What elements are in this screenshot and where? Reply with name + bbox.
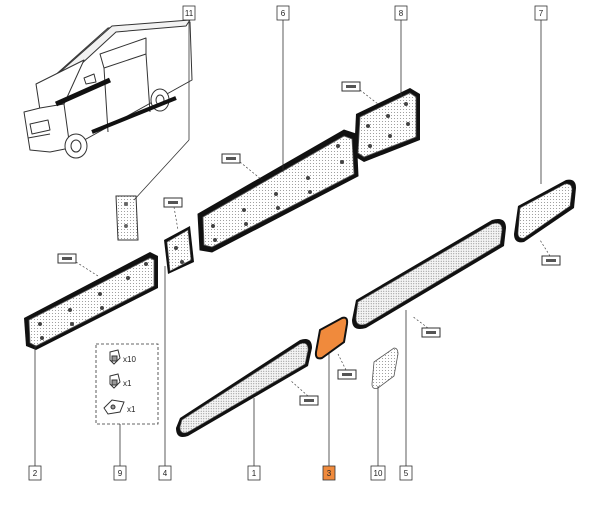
callout-5: 5 (399, 465, 413, 481)
clip-tag-icon (541, 255, 561, 266)
part-2-panel (24, 252, 158, 350)
svg-text:7: 7 (539, 9, 544, 18)
clip-icon (109, 349, 121, 365)
callout-6: 6 (276, 5, 290, 21)
clip-symbol-tags (57, 81, 561, 406)
callout-1: 1 (247, 465, 261, 481)
fastener-qty-3: x1 (127, 405, 136, 414)
svg-text:5: 5 (404, 469, 409, 478)
callout-11: 11 (182, 5, 196, 21)
part-8-panel (354, 88, 420, 162)
callout-8: 8 (394, 5, 408, 21)
callout-leader-lines (34, 20, 542, 466)
svg-text:4: 4 (163, 469, 168, 478)
callout-9: 9 (113, 465, 127, 481)
clip-tag-icon (299, 395, 319, 406)
callout-boxes: 11 6 8 7 2 9 4 1 (28, 5, 548, 481)
callout-7: 7 (534, 5, 548, 21)
clip-tag-icon (221, 153, 241, 164)
van-illustration (23, 19, 193, 159)
svg-text:1: 1 (252, 469, 257, 478)
callout-2: 2 (28, 465, 42, 481)
clip-guide-lines (75, 89, 551, 397)
fastener-kit-box: x10 x1 x1 (95, 343, 159, 425)
part-1-molding (176, 339, 312, 437)
part-11-bracket (115, 195, 139, 241)
part-6-panel (197, 129, 359, 253)
part-7-molding (514, 179, 576, 243)
svg-text:3: 3 (327, 469, 332, 478)
callout-4: 4 (158, 465, 172, 481)
clip-tag-icon (421, 327, 441, 338)
clip-tag-icon (163, 197, 183, 208)
clip-base-icon (103, 399, 125, 415)
callout-10: 10 (370, 465, 386, 481)
svg-text:8: 8 (399, 9, 404, 18)
clip-tag-icon (341, 81, 361, 92)
svg-text:11: 11 (185, 9, 194, 18)
part-10-trim (371, 347, 399, 389)
part-4-plate (164, 226, 194, 274)
part-5-molding (352, 219, 506, 329)
fastener-qty-1: x10 (123, 355, 136, 364)
clip-tag-icon (337, 369, 357, 380)
part-3-molding-highlighted (314, 316, 349, 360)
clip-icon (109, 373, 121, 389)
fastener-qty-2: x1 (123, 379, 132, 388)
callout-3-highlighted: 3 (322, 465, 336, 481)
svg-text:10: 10 (374, 469, 383, 478)
svg-text:9: 9 (118, 469, 123, 478)
clip-tag-icon (57, 253, 77, 264)
svg-text:6: 6 (281, 9, 286, 18)
svg-text:2: 2 (33, 469, 38, 478)
